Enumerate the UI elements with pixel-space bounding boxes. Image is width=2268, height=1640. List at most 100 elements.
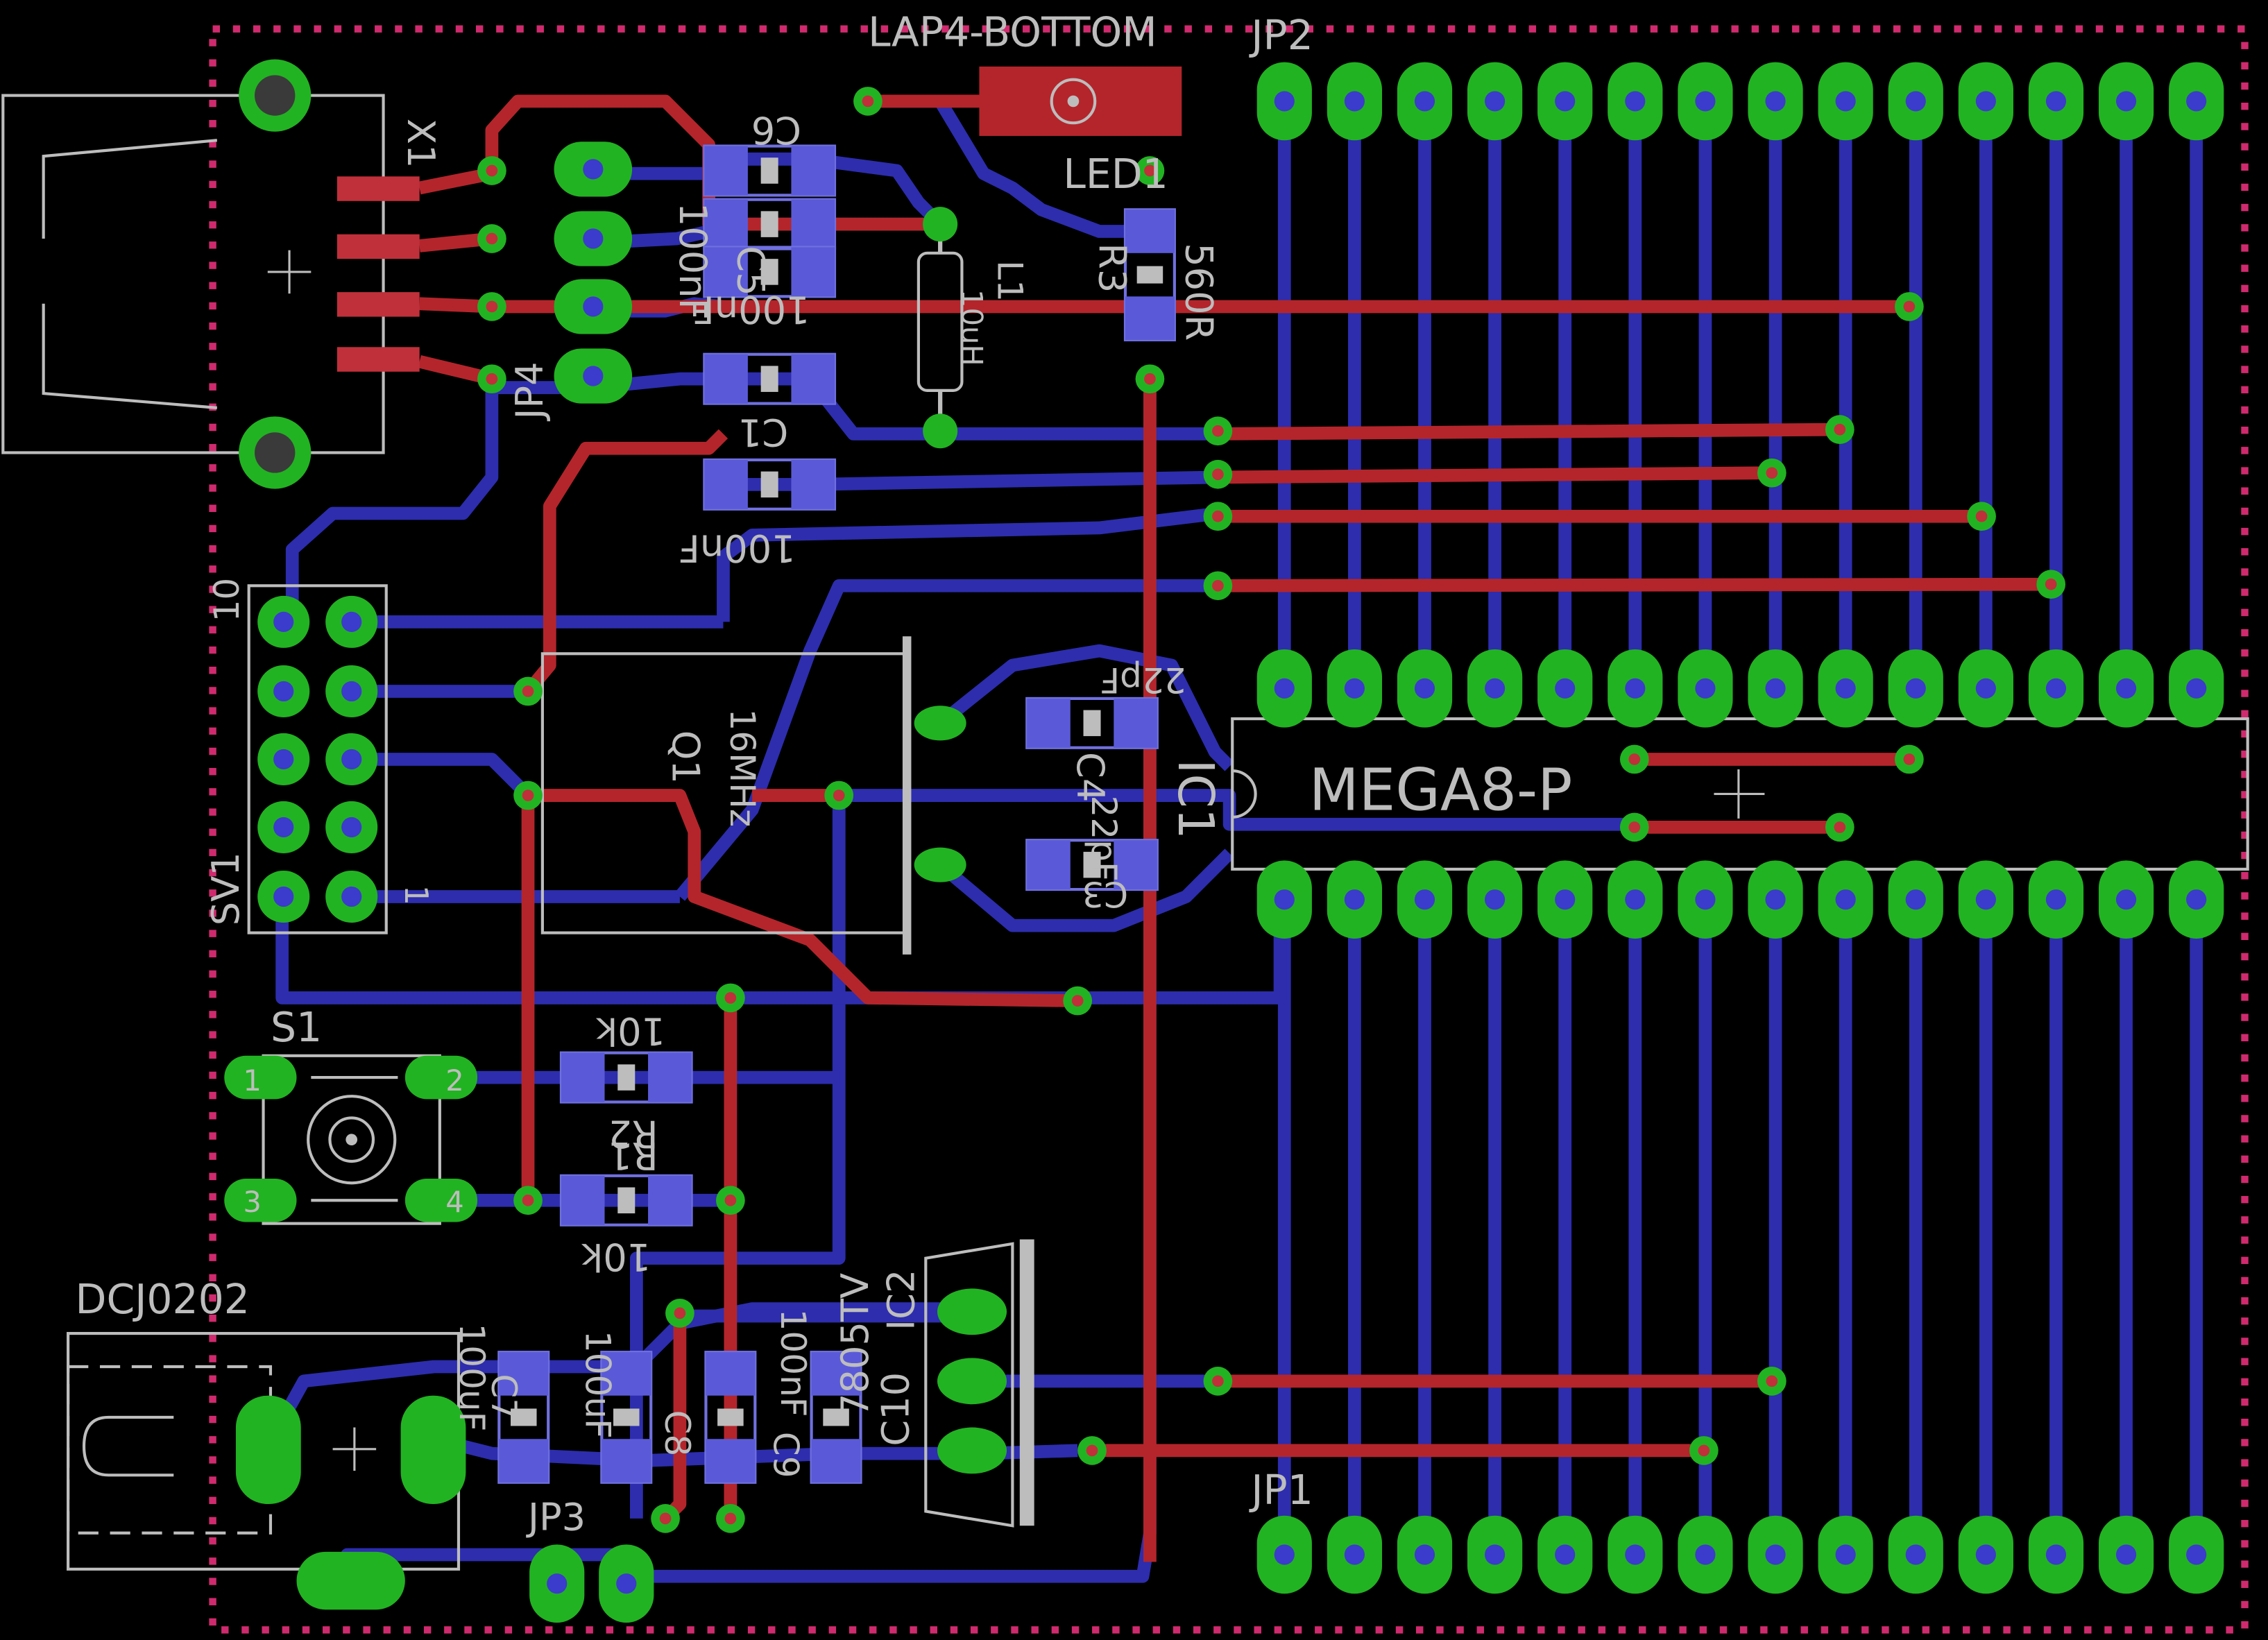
- jp2-pad-drill: [1485, 91, 1506, 112]
- label-ic1-value: MEGA8-P: [1309, 756, 1573, 823]
- label-c3: C3: [1082, 874, 1128, 914]
- jp2-pad-drill: [1905, 91, 1926, 112]
- via-drill: [1212, 510, 1224, 522]
- ic1-pin-top-drill: [1414, 678, 1435, 699]
- via-drill: [486, 373, 498, 385]
- sv1-pad-drill: [273, 817, 294, 838]
- jp1-pad-drill: [1274, 1544, 1295, 1565]
- label-c1-value: 100nF: [679, 526, 796, 570]
- ic2-pin-3: [937, 1427, 1007, 1474]
- jp4-pad-drill: [583, 296, 604, 317]
- ic1-pin-bottom-drill: [1274, 889, 1295, 910]
- label-c10-value: 100nF: [773, 1309, 813, 1417]
- dc-jack-outline: [67, 1331, 466, 1610]
- via-drill: [1903, 300, 1916, 313]
- x1-pad-4: [336, 347, 420, 372]
- c9-pad-a: [706, 1352, 756, 1396]
- label-c9: C9: [765, 1432, 805, 1478]
- ic2-pin-2: [937, 1358, 1007, 1405]
- via-drill: [724, 992, 737, 1004]
- ic1-pin-bottom-drill: [1695, 889, 1716, 910]
- via-drill: [1766, 1375, 1778, 1387]
- c3-pad-b: [1114, 840, 1157, 890]
- via-drill: [1144, 164, 1156, 177]
- via-drill: [1086, 1444, 1098, 1457]
- x1-pad-3: [336, 292, 420, 317]
- label-c6: C6: [751, 108, 801, 152]
- jp1-pad-drill: [1695, 1544, 1716, 1565]
- c7-pad-a: [499, 1352, 549, 1396]
- jp1-pad-drill: [1905, 1544, 1926, 1565]
- sv1-pad-drill: [273, 749, 294, 770]
- c1-pad-a: [704, 354, 748, 404]
- label-led1: LED1: [1063, 151, 1168, 198]
- ic1-pin-top-drill: [1344, 678, 1365, 699]
- ic1-pin-bottom-drill: [2045, 889, 2067, 910]
- label-r3: R3: [1090, 243, 1134, 293]
- c5-pad-a: [704, 247, 748, 297]
- ic1-pin-bottom-drill: [2115, 889, 2137, 910]
- crystal-pad-2: [914, 847, 966, 882]
- label-sv1-pin10: 10: [207, 578, 247, 622]
- ic1-pin-top-drill: [1835, 678, 1856, 699]
- sv1-pad-drill: [341, 749, 362, 770]
- label-c4-value: 22pF: [1100, 660, 1186, 700]
- c4-pad-a: [1027, 698, 1071, 748]
- ic1-pin-top-drill: [1695, 678, 1716, 699]
- c1b-center: [760, 471, 778, 498]
- r1-pad-a: [561, 1175, 605, 1225]
- board-outline: [209, 25, 2249, 1634]
- ic1-pin-top-drill: [2115, 678, 2137, 699]
- ic1-pin-top-drill: [1765, 678, 1786, 699]
- crystal-pad-1: [914, 706, 966, 741]
- ic1-pin-top-drill: [2186, 678, 2207, 699]
- via-drill: [1628, 753, 1641, 765]
- jp1-pad-drill: [1975, 1544, 1996, 1565]
- c6-pad-a: [704, 146, 748, 196]
- label-jp3: JP3: [526, 1496, 586, 1539]
- x1-pad-1: [336, 176, 420, 201]
- jp4-pad-drill: [583, 366, 604, 386]
- sv1-pad-drill: [341, 611, 362, 632]
- s1-pad-3: [224, 1178, 297, 1222]
- c3-center: [1083, 851, 1101, 878]
- label-s1-pin4: 4: [445, 1185, 464, 1219]
- via-drill: [862, 95, 874, 108]
- c5-pad-b: [791, 247, 835, 297]
- label-q1-value: 16MHz: [722, 708, 762, 827]
- ic1-pin-top-drill: [1975, 678, 1996, 699]
- r1-center: [617, 1187, 636, 1214]
- ic1-pin-bottom-drill: [1625, 889, 1646, 910]
- via-drill: [486, 232, 498, 245]
- jp1-pad-drill: [2115, 1544, 2137, 1565]
- c5-center: [760, 259, 778, 285]
- usb-connector-x1: [1, 59, 420, 489]
- via-drill: [724, 1512, 737, 1525]
- ic1-pin-bottom-drill: [1414, 889, 1435, 910]
- c9-center: [717, 1408, 744, 1426]
- c6b-pad-b: [791, 199, 835, 249]
- label-c7-value: 100uF: [452, 1323, 492, 1431]
- c8-pad-a: [602, 1352, 651, 1396]
- c4-pad-b: [1114, 698, 1157, 748]
- label-l1-value: 10uH: [955, 289, 989, 366]
- switch-s1-outline: [224, 1054, 478, 1225]
- jp1-pad-drill: [1555, 1544, 1576, 1565]
- jp1-pad-drill: [1835, 1544, 1856, 1565]
- jp2-pad-drill: [2045, 91, 2067, 112]
- via-drill: [1834, 821, 1846, 833]
- c1-center: [760, 366, 778, 392]
- label-s1-pin3: 3: [243, 1185, 262, 1219]
- label-dcj0202: DCJ0202: [76, 1276, 250, 1323]
- via-drill: [1212, 468, 1224, 481]
- c9-pad-b: [706, 1439, 756, 1483]
- r3-center: [1136, 266, 1163, 284]
- via-drill: [1212, 1375, 1224, 1387]
- ic1-outline: [1231, 717, 2249, 871]
- dc-jack-pad-2: [400, 1395, 466, 1505]
- via-drill: [1212, 579, 1224, 592]
- through-hole-pads: [247, 62, 2224, 1623]
- ic1-pin-bottom-drill: [1905, 889, 1926, 910]
- c7-center: [511, 1408, 537, 1426]
- jp2-pad-drill: [1765, 91, 1786, 112]
